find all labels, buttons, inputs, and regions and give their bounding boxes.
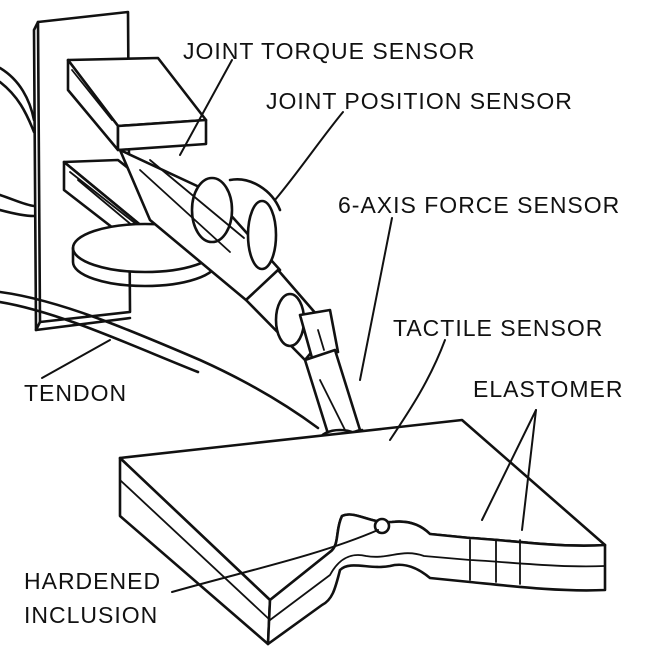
tendon-cables — [0, 66, 320, 430]
label-six-axis-force-sensor: 6-AXIS FORCE SENSOR — [338, 192, 621, 218]
leader-joint-position — [274, 111, 344, 201]
leader-joint-torque — [179, 59, 233, 156]
label-hardened: HARDENED — [24, 568, 162, 594]
label-joint-torque-sensor: JOINT TORQUE SENSOR — [183, 38, 476, 64]
leader-force-sensor — [359, 217, 393, 381]
upper-bracket — [66, 56, 208, 152]
label-inclusion: INCLUSION — [24, 602, 159, 628]
middle-link — [244, 268, 340, 362]
proximal-link — [118, 148, 282, 302]
leader-tactile — [389, 339, 446, 441]
elastomer-block — [118, 418, 607, 646]
label-joint-position-sensor: JOINT POSITION SENSOR — [266, 88, 573, 114]
label-tactile-sensor: TACTILE SENSOR — [393, 315, 604, 341]
label-tendon: TENDON — [24, 380, 128, 406]
leader-inclusion — [171, 529, 379, 593]
label-elastomer: ELASTOMER — [473, 376, 624, 402]
leader-elastomer-1 — [481, 409, 537, 521]
leader-tendon — [41, 339, 111, 379]
leader-elastomer-2 — [521, 409, 537, 531]
leader-lines — [41, 59, 537, 593]
